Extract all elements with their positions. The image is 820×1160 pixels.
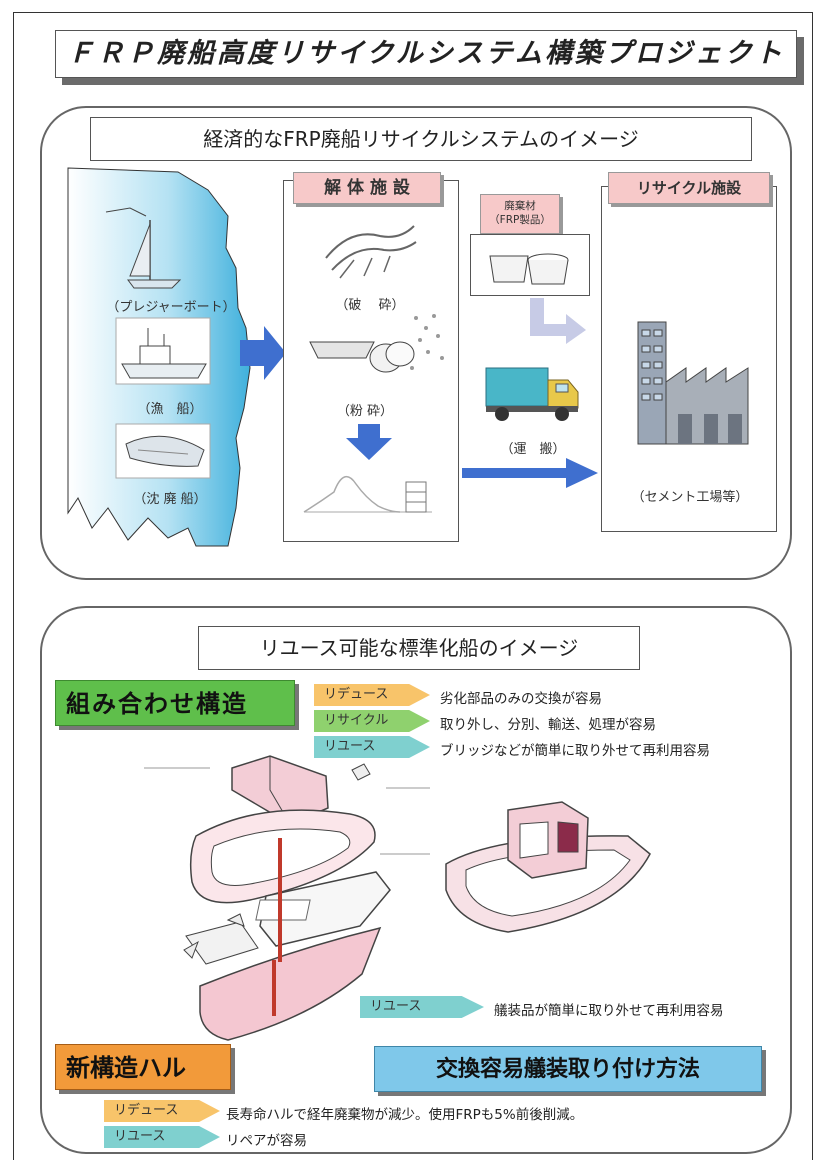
reduce-tag-top: リデュース [314, 684, 430, 706]
crush-caption: （破 砕） [335, 298, 405, 313]
recycling-facility-caption: （セメント工場等） [631, 490, 749, 505]
page-title: ＦＲＰ廃船高度リサイクルシステム構築プロジェクト [55, 30, 797, 78]
transport-arrow [462, 458, 598, 488]
recycle-desc-top: 取り外し、分別、輸送、処理が容易 [440, 717, 656, 733]
recycling-facility-label: リサイクル施設 [608, 172, 770, 204]
pulverize-caption: （粉 砕） [336, 404, 394, 419]
sunken-boat-caption: （沈 廃 船） [133, 492, 207, 507]
sea-coast-illustration [67, 167, 251, 547]
reuse-tag-bottom: リユース [104, 1126, 220, 1148]
equipment-method-box: 交換容易艤装取り付け方法 [374, 1046, 762, 1092]
crusher-icon [325, 225, 417, 279]
pleasure-boat-icon [105, 207, 182, 289]
reduce-tag-bottom: リデュース [104, 1100, 220, 1122]
reuse-desc-hull: 艤装品が簡単に取り外せて再利用容易 [494, 1003, 724, 1019]
recycle-system-title: 経済的なFRP廃船リサイクルシステムのイメージ [90, 117, 752, 161]
standard-boat-title: リユース可能な標準化船のイメージ [198, 626, 640, 670]
frp-products-icon [489, 253, 569, 285]
reduce-desc-top: 劣化部品のみの交換が容易 [440, 691, 602, 707]
combination-structure-box: 組み合わせ構造 [55, 680, 295, 726]
recycling-facility-box [601, 186, 777, 532]
cement-factory-icon [637, 321, 749, 445]
recycle-tag-top: リサイクル [314, 710, 430, 732]
waste-material-text: 廃棄材 [504, 200, 536, 212]
transport-caption: （運 搬） [500, 442, 566, 457]
pleasure-boat-caption: （プレジャーボート） [106, 300, 236, 315]
sunken-boat-icon [125, 435, 205, 467]
dismantling-facility-label: 解 体 施 設 [293, 172, 441, 204]
reuse-desc-bottom: リペアが容易 [226, 1133, 307, 1149]
assembled-boat-icon [445, 801, 651, 933]
fishing-boat-caption: （漁 船） [137, 402, 203, 417]
waste-material-subtext: （FRP製品） [489, 214, 551, 226]
reuse-tag-hull: リユース [360, 996, 484, 1018]
dismantling-down-arrow [346, 424, 392, 460]
material-to-recycling-arrow [530, 298, 586, 344]
reduce-desc-bottom: 長寿命ハルで経年廃棄物が減少。使用FRPも5%前後削減。 [226, 1107, 584, 1123]
reuse-tag-top: リユース [314, 736, 430, 758]
page-frame [13, 12, 813, 1160]
sea-to-dismantling-arrow [240, 326, 286, 380]
waste-material-label: 廃棄材 （FRP製品） [480, 194, 560, 234]
exploded-boat-diagram [144, 755, 430, 1041]
pulverizer-icon [309, 314, 444, 373]
new-hull-structure-box: 新構造ハル [55, 1044, 231, 1090]
fishing-boat-icon [121, 328, 207, 379]
reuse-desc-top: ブリッジなどが簡単に取り外せて再利用容易 [440, 743, 710, 759]
truck-icon [485, 367, 579, 421]
particle-graph-icon [303, 475, 432, 513]
